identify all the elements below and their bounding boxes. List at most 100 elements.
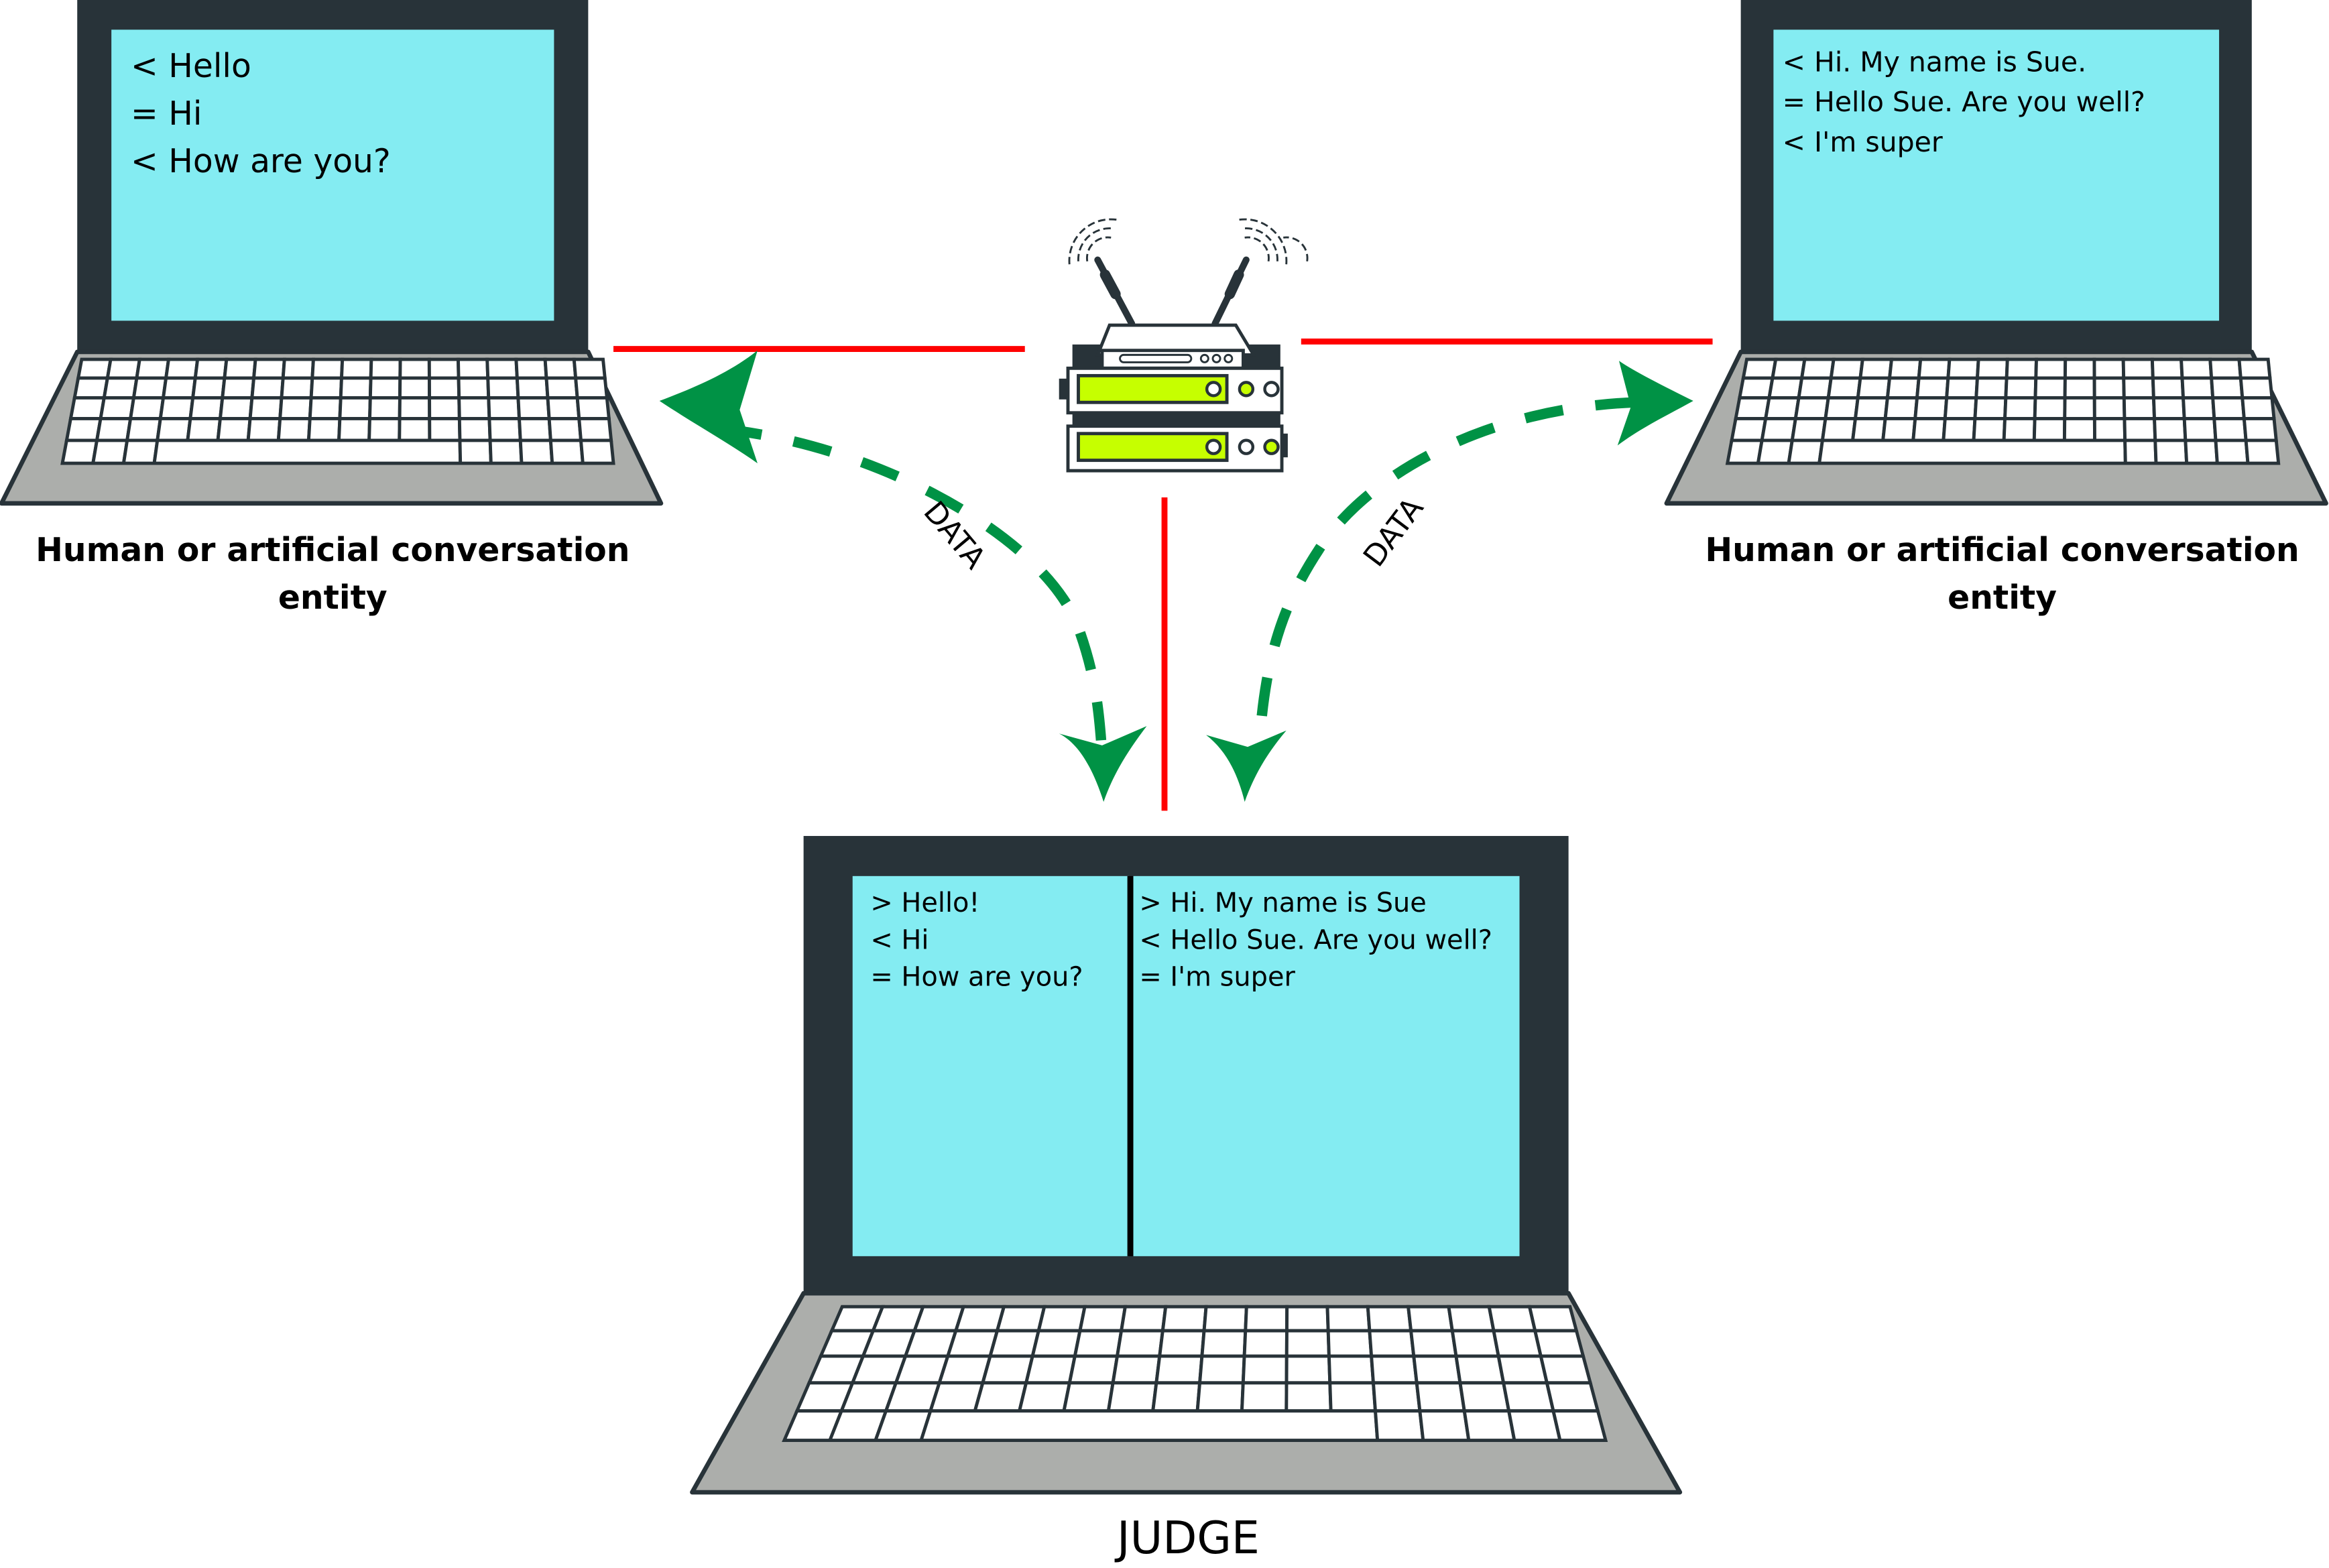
keyboard-key <box>1368 1329 1416 1358</box>
left-flow-arrowhead-up <box>659 350 758 464</box>
left-data-flow-path <box>723 424 1108 755</box>
keyboard-key <box>457 416 492 442</box>
keyboard-key <box>1725 438 1765 465</box>
spacebar-key <box>1817 438 2127 465</box>
judge-left-line-3: = How are you? <box>870 962 1083 993</box>
keyboard-key <box>1241 1354 1289 1385</box>
keyboard-key <box>99 396 136 420</box>
keyboard-key <box>1506 1409 1563 1442</box>
judge-right-line-3: = I'm super <box>1139 962 1295 993</box>
keyboard-key <box>544 376 579 400</box>
right-laptop-screen <box>1773 29 2220 321</box>
keyboard-key <box>369 357 402 380</box>
keyboard-key <box>368 396 402 420</box>
keyboard-key <box>1154 1354 1204 1385</box>
keyboard-key <box>428 416 462 442</box>
left-entity-caption-line-2: entity <box>278 579 387 617</box>
keyboard-key <box>1856 376 1892 400</box>
judge-screen-divider <box>1127 876 1134 1256</box>
keyboard-key <box>161 376 198 400</box>
keyboard-key <box>1017 1381 1072 1413</box>
keyboard-key <box>1799 357 1836 380</box>
keyboard-key <box>155 416 192 442</box>
keyboard-key <box>60 438 99 465</box>
keyboard-key <box>1975 357 2009 380</box>
keyboard-key <box>398 376 432 400</box>
keyboard-key <box>487 396 522 420</box>
keyboard-key <box>1756 438 1795 465</box>
keyboard-key <box>1160 1305 1208 1333</box>
keyboard-key <box>2034 357 2068 380</box>
right-flow-arrowhead-up <box>1617 361 1693 446</box>
keyboard-key <box>280 376 314 400</box>
keyboard-key <box>1850 416 1887 442</box>
right-entity-caption-line-1: Human or artificial conversation <box>1705 532 2299 569</box>
keyboard-key <box>487 416 522 442</box>
keyboard-key <box>190 376 227 400</box>
keyboard-key <box>1527 1305 1579 1333</box>
keyboard-key <box>2153 438 2189 465</box>
keyboard-key <box>1285 1305 1330 1333</box>
keyboard-key <box>2005 357 2039 380</box>
keyboard-key <box>1454 1354 1506 1385</box>
keyboard-key <box>1200 1329 1248 1358</box>
keyboard-key <box>1285 1381 1333 1413</box>
keyboard-key <box>427 376 461 400</box>
keyboard-key <box>216 416 252 442</box>
keyboard-key <box>398 357 431 380</box>
keyboard-key <box>2063 376 2096 400</box>
keyboard-key <box>518 438 554 465</box>
keyboard-key <box>1887 357 1923 380</box>
keyboard-key <box>1496 1354 1549 1385</box>
left-data-flow: DATA <box>659 350 1147 802</box>
keyboard-key <box>1853 396 1890 420</box>
keyboard-key <box>1539 1354 1593 1385</box>
keyboard-key <box>2092 357 2126 380</box>
keyboard-key <box>121 438 160 465</box>
left-entity-caption-line-1: Human or artificial conversation <box>36 532 630 569</box>
keyboard-key <box>1880 416 1917 442</box>
keyboard-key <box>1244 1305 1289 1333</box>
keyboard-key <box>1326 1329 1374 1358</box>
keyboard-key <box>2184 438 2219 465</box>
keyboard-key <box>1285 1329 1331 1358</box>
right-screen-line-3: < I'm super <box>1783 126 1943 158</box>
keyboard-key <box>1972 416 2007 442</box>
judge-laptop: > Hello! < Hi = How are you? > Hi. My na… <box>690 836 1683 1495</box>
keyboard-key <box>1913 396 1949 420</box>
keyboard-key <box>306 416 342 442</box>
keyboard-key <box>2122 396 2157 420</box>
keyboard-key <box>339 376 373 400</box>
keyboard-key <box>1195 1381 1245 1413</box>
keyboard-key <box>1418 1409 1471 1442</box>
left-laptop-keyboard <box>60 357 615 465</box>
keyboard-key <box>2003 396 2037 420</box>
keyboard-key <box>1737 376 1775 400</box>
keyboard-key <box>2123 416 2157 442</box>
keyboard-key <box>1946 357 1980 380</box>
keyboard-key <box>1533 1329 1586 1358</box>
keyboard-key <box>1771 357 1807 380</box>
keyboard-key <box>1763 396 1801 420</box>
keyboard-key <box>1790 416 1828 442</box>
keyboard-key <box>1062 1381 1115 1413</box>
keyboard-key <box>250 376 285 400</box>
keyboard-key <box>125 416 163 442</box>
keyboard-key <box>1447 1305 1496 1333</box>
keyboard-key <box>310 357 345 380</box>
keyboard-key <box>1373 1409 1425 1442</box>
right-entity-caption-line-2: entity <box>1948 579 2057 617</box>
keyboard-key <box>458 438 493 465</box>
keyboard-key <box>2214 438 2250 465</box>
keyboard-key <box>2210 376 2245 400</box>
keyboard-key <box>1240 1381 1289 1413</box>
keyboard-key <box>980 1354 1035 1385</box>
keyboard-key <box>2032 416 2067 442</box>
keyboard-key <box>1157 1329 1206 1358</box>
keyboard-key <box>1915 376 1950 400</box>
keyboard-key <box>1030 1329 1082 1358</box>
right-laptop: < Hi. My name is Sue. = Hello Sue. Are y… <box>1664 0 2328 506</box>
right-screen-line-1: < Hi. My name is Sue. <box>1783 46 2086 78</box>
right-screen-line-2: = Hello Sue. Are you well? <box>1783 86 2145 118</box>
keyboard-key <box>547 416 583 442</box>
